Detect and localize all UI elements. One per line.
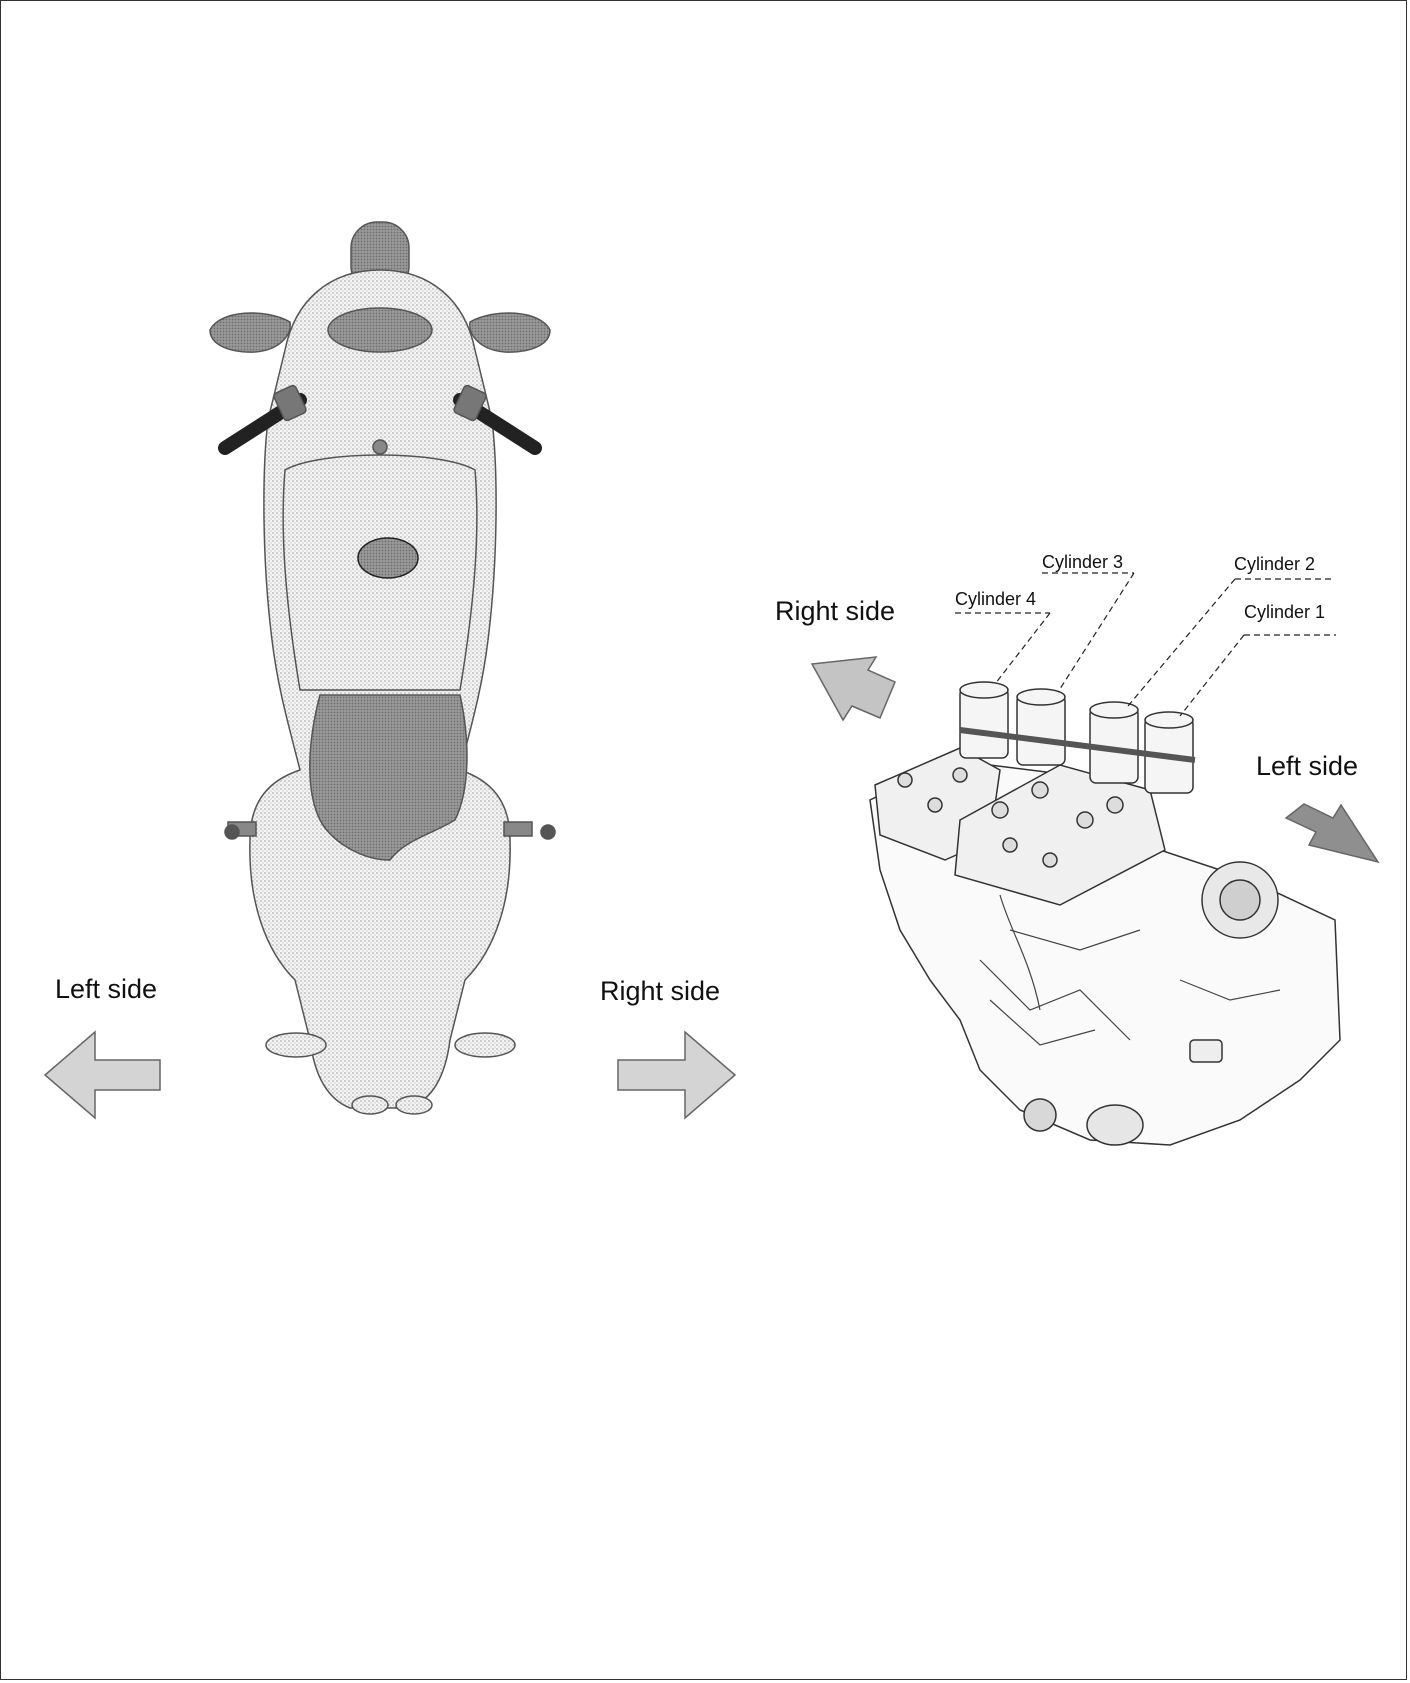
taillight <box>328 308 432 352</box>
right-mirror <box>470 313 550 352</box>
steering-nut <box>373 440 387 454</box>
cylinder-1-label: Cylinder 1 <box>1244 602 1325 622</box>
oil-filter <box>1087 1105 1143 1145</box>
engine-left-arrow-icon <box>1286 804 1378 862</box>
cylinder-4-label: Cylinder 4 <box>955 589 1036 609</box>
right-arrow-icon <box>618 1032 735 1118</box>
engine-left-side-label: Left side <box>1256 751 1358 781</box>
fuel-cap <box>358 538 418 578</box>
moto-right-side-label: Right side <box>600 976 720 1006</box>
left-mirror <box>210 313 290 352</box>
motorcycle-top-view <box>210 222 555 1114</box>
engine-badge <box>1190 1040 1222 1062</box>
engine-right-arrow-icon <box>812 657 895 720</box>
cylinder-2-label: Cylinder 2 <box>1234 554 1315 574</box>
left-arrow-icon <box>45 1032 160 1118</box>
engine-right-side-label: Right side <box>775 596 895 626</box>
moto-left-side-label: Left side <box>55 974 157 1004</box>
right-footpeg <box>504 822 532 836</box>
cylinder-3-label: Cylinder 3 <box>1042 552 1123 572</box>
